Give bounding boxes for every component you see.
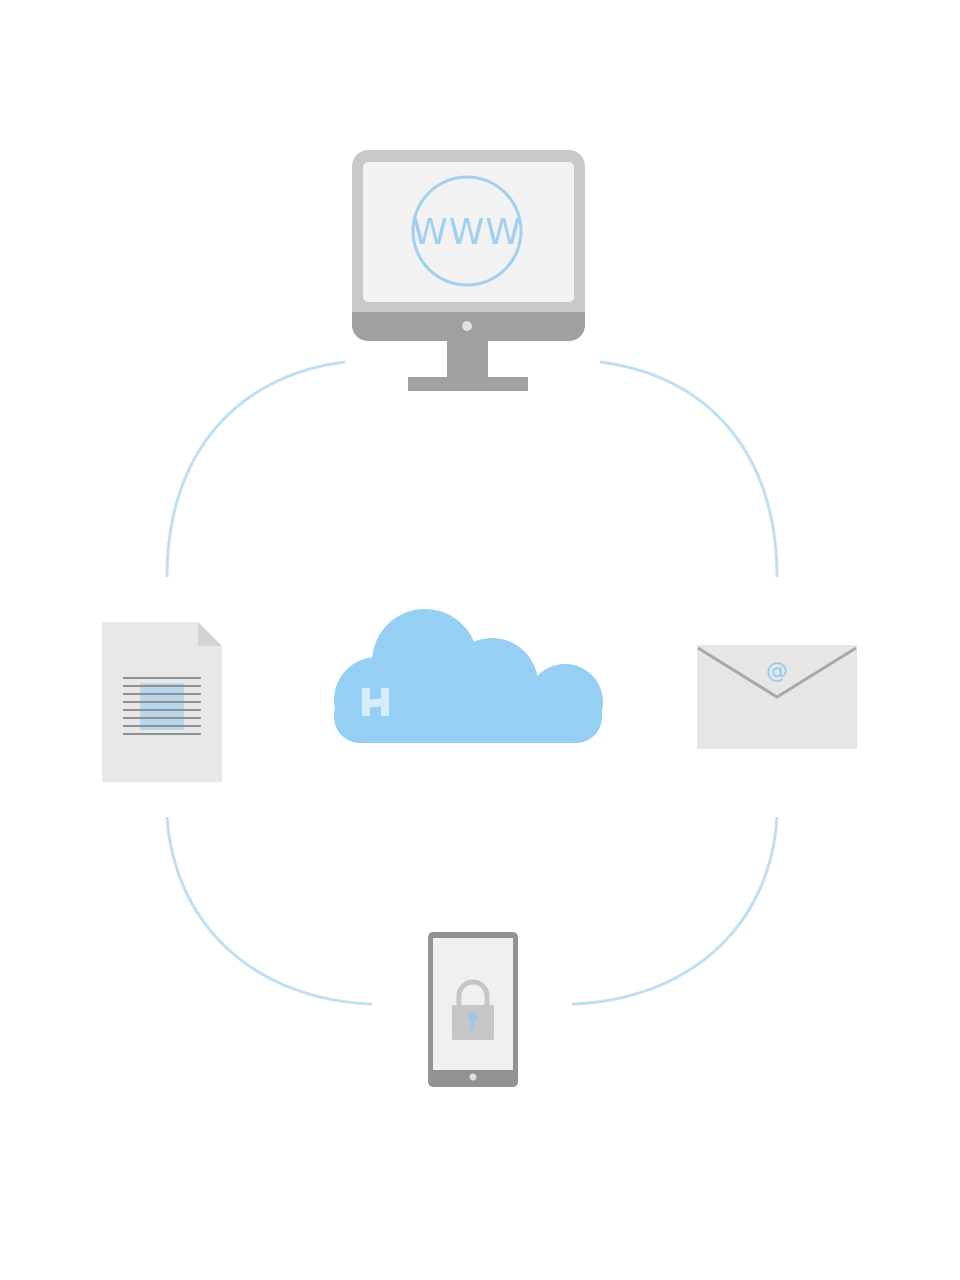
- lock-icon: [452, 979, 494, 1040]
- at-symbol: @: [766, 659, 788, 684]
- connectors: [165, 360, 779, 1006]
- connector-top-right: [599, 360, 779, 578]
- connector-top-left: [165, 360, 346, 578]
- hosting-logo-icon: [362, 688, 389, 716]
- connector-bottom-left: [165, 816, 373, 1006]
- email-envelope-icon: @: [697, 645, 857, 749]
- document-icon: [102, 622, 222, 782]
- globe-www-icon: [411, 175, 523, 287]
- www-text: WWW: [412, 212, 522, 253]
- monitor-icon: WWW: [352, 150, 585, 391]
- smartphone-icon: [428, 932, 518, 1087]
- cloud-logo-text: H: [0, 0, 1, 1]
- connector-bottom-right: [571, 816, 779, 1006]
- cloud-icon: H: [0, 0, 603, 743]
